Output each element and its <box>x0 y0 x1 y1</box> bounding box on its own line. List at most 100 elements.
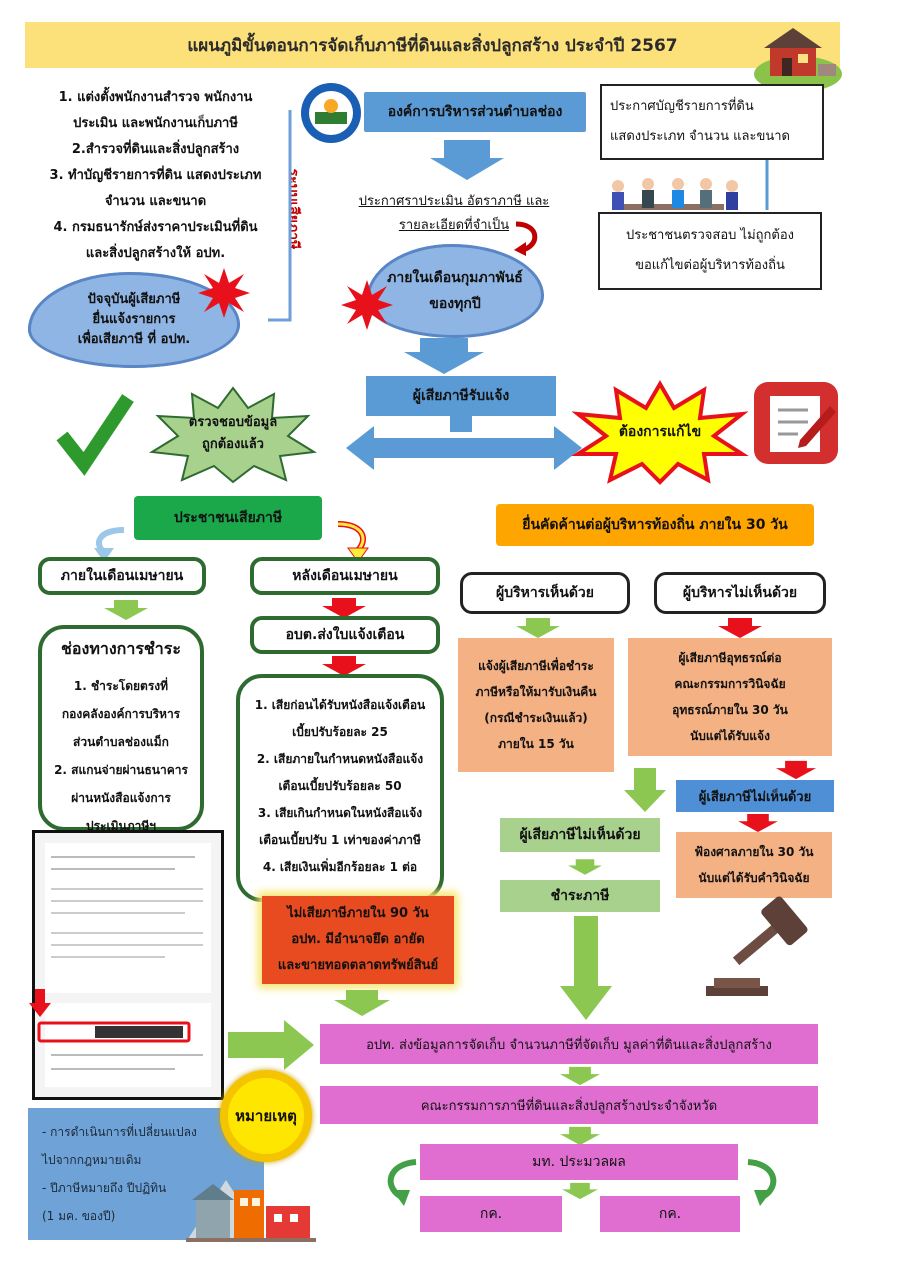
penalty-line: 1. เสียก่อนได้รับหนังสือแจ้งเตือน <box>254 698 426 712</box>
down-arrow-icon <box>560 916 612 1020</box>
down-arrow-icon <box>322 598 366 618</box>
note-line: - ปีภาษีหมายถึง ปีปฏิทิน <box>42 1181 167 1195</box>
preparation-steps: 1. แต่งตั้งพนักงานสำรวจ พนักงาน ประเมิน … <box>38 90 273 272</box>
verified-star: ตรวจชอบข้อมูล ถูกต้องแล้ว <box>148 386 318 484</box>
penalty-line: 3. เสียเกินกำหนดในหนังสือแจ้ง <box>257 806 423 820</box>
pay-tax-box: ชำระภาษี <box>500 880 660 912</box>
org-name-box: องค์การบริหารส่วนตำบลช่อง <box>364 92 586 132</box>
red-curved-arrow-icon <box>514 221 538 256</box>
ministry-box: มท. ประมวลผล <box>420 1144 738 1180</box>
curved-arrow-left-icon <box>387 1159 417 1206</box>
announce-list-line: แสดงประเภท จำนวน และขนาด <box>610 129 791 144</box>
step-line: ประเมิน และพนักงานเก็บภาษี <box>73 116 238 131</box>
down-arrow-icon <box>334 990 390 1016</box>
payment-line: ประเมินภาษีฯ <box>85 819 157 833</box>
down-arrow-icon <box>560 1066 600 1086</box>
check-line: ขอแก้ไขต่อผู้บริหารท้องถิ่น <box>635 258 785 273</box>
payment-channels-box: ช่องทางการชำระ 1. ชำระโดยตรงที่ กองคลังอ… <box>38 625 204 833</box>
announce-line: รายละเอียดที่จำเป็น <box>398 218 510 233</box>
down-arrow-icon <box>568 859 602 875</box>
org-logo-icon <box>301 83 361 143</box>
penalty-line: เบี้ยปรับร้อยละ 25 <box>292 725 388 739</box>
taxpayer-disagree-blue: ผู้เสียภาษีไม่เห็นด้วย <box>676 780 834 812</box>
down-arrow-icon <box>404 338 484 374</box>
curved-arrow-right-icon <box>747 1159 777 1206</box>
penalty-line: 2. เสียภายในกำหนดหนังสือแจ้ง <box>256 752 424 766</box>
seize-line: ไม่เสียภาษีภายใน 90 วัน <box>287 906 429 921</box>
step-line: 4. กรมธนารักษ์ส่งราคาประเมินที่ดิน <box>53 220 258 235</box>
red-burst-icon <box>341 280 393 330</box>
star-line: ตรวจชอบข้อมูล <box>188 415 278 430</box>
cloud-line: ปัจจุบันผู้เสียภาษี <box>87 292 181 307</box>
objection-box: ยื่นคัดค้านต่อผู้บริหารท้องถิ่น ภายใน 30… <box>496 504 814 546</box>
penalty-line: เตือนเบี้ยปรับ 1 เท่าของค่าภาษี <box>259 833 421 847</box>
land-list-announcement: ประกาศบัญชีรายการที่ดิน แสดงประเภท จำนวน… <box>600 84 824 160</box>
within-april-box: ภายในเดือนเมษายน <box>38 557 206 595</box>
page-title: แผนภูมิขั้นตอนการจัดเก็บภาษีที่ดินและสิ่… <box>25 22 840 68</box>
note-line: - การดำเนินการที่เปลี่ยนแปลง <box>42 1125 197 1139</box>
meeting-people-illustration <box>612 178 738 210</box>
payment-line: 2. สแกนจ่ายผ่านธนาคาร <box>54 763 188 777</box>
step-line: จำนวน และขนาด <box>104 194 207 209</box>
seize-line: และขายทอดตลาดทรัพย์สินย์ <box>277 958 439 973</box>
cloud-line: ภายในเดือนกุมภาพันธ์ <box>387 270 523 286</box>
court-line: นับแต่ได้รับคำวินิจฉัย <box>698 871 810 885</box>
step-line: 1. แต่งตั้งพนักงานสำรวจ พนักงาน <box>58 90 253 105</box>
note-badge: หมายเหตุ <box>220 1070 312 1162</box>
curved-arrow-left-icon <box>94 527 125 562</box>
down-arrow-icon <box>322 656 366 676</box>
tax-notice-document-image <box>29 830 224 1100</box>
cloud-line: ยื่นแจ้งรายการ <box>92 312 176 327</box>
step-line: 2.สำรวจที่ดินและสิ่งปลูกสร้าง <box>71 142 240 157</box>
step-line: 3. ทำบัญชีรายการที่ดิน แสดงประเภท <box>49 168 262 183</box>
cloud-line: เพื่อเสียภาษี ที่ อปท. <box>77 332 191 347</box>
after-april-box: หลังเดือนเมษายน <box>250 557 440 595</box>
penalties-box: 1. เสียก่อนได้รับหนังสือแจ้งเตือน เบี้ยป… <box>236 674 444 902</box>
down-arrow-icon <box>562 1182 598 1200</box>
announce-list-line: ประกาศบัญชีรายการที่ดิน <box>610 99 754 114</box>
house-illustration <box>754 28 842 92</box>
penalty-line: 4. เสียเงินเพิ่มอีกร้อยละ 1 ต่อ <box>262 860 418 874</box>
appeal-line: ผู้เสียภาษีอุทธรณ์ต่อ <box>678 651 782 665</box>
appeal-line: คณะกรรมการวินิจฉัย <box>674 677 786 691</box>
connector-line <box>765 160 769 210</box>
announce-line: ประกาศราประเมิน อัตราภาษี และ <box>358 194 550 209</box>
seize-box: ไม่เสียภาษีภายใน 90 วัน อปท. มีอำนาจยึด … <box>262 896 454 984</box>
agree-line: (กรณีชำระเงินแล้ว) <box>484 711 588 725</box>
down-arrow-icon <box>624 768 666 812</box>
seize-line: อปท. มีอำนาจยึด อายัด <box>291 932 425 947</box>
agree-result-box: แจ้งผู้เสียภาษีเพื่อชำระ ภาษีหรือให้มารั… <box>458 638 614 772</box>
down-arrow-icon <box>516 618 560 638</box>
need-fix-star: ต้องการแก้ไข <box>571 380 749 485</box>
need-fix-label: ต้องการแก้ไข <box>618 424 702 440</box>
send-data-box: อปท. ส่งข้อมูลการจัดเก็บ จำนวนภาษีที่จัด… <box>320 1024 818 1064</box>
appeal-line: นับแต่ได้รับแจ้ง <box>690 729 770 743</box>
payment-line: กองคลังองค์การบริหาร <box>61 707 181 721</box>
note-line: (1 มค. ของปี) <box>42 1209 116 1223</box>
citizen-check-box: ประชาชนตรวจสอบ ไม่ถูกต้อง ขอแก้ไขต่อผู้บ… <box>598 212 822 290</box>
court-box: ฟ้องศาลภายใน 30 วัน นับแต่ได้รับคำวินิจฉ… <box>676 832 832 898</box>
agree-line: แจ้งผู้เสียภาษีเพื่อชำระ <box>478 659 594 673</box>
payment-line: 1. ชำระโดยตรงที่ <box>73 679 169 693</box>
down-arrow-icon <box>738 814 778 832</box>
down-arrow-icon <box>430 140 504 180</box>
self-filing-cloud: ปัจจุบันผู้เสียภาษี ยื่นแจ้งรายการ เพื่อ… <box>28 272 240 368</box>
agree-line: ภายใน 15 วัน <box>498 737 574 751</box>
down-arrow-icon <box>104 600 148 620</box>
admin-agree-box: ผู้บริหารเห็นด้วย <box>460 572 630 614</box>
taxpayer-disagree-green: ผู้เสียภาษีไม่เห็นด้วย <box>500 818 660 852</box>
down-arrow-icon <box>560 1126 600 1146</box>
appeal-box: ผู้เสียภาษีอุทธรณ์ต่อ คณะกรรมการวินิจฉัย… <box>628 638 832 756</box>
admin-disagree-box: ผู้บริหารไม่เห็นด้วย <box>654 572 826 614</box>
curved-arrow-right-icon <box>337 521 369 563</box>
note-line: ไปจากกฎหมายเดิม <box>42 1153 142 1167</box>
city-illustration <box>186 1180 316 1242</box>
bracket-line <box>268 110 292 322</box>
penalty-line: เตือนเบี้ยปรับร้อยละ 50 <box>278 779 402 793</box>
step-line: และสิ่งปลูกสร้างให้ อปท. <box>85 246 226 261</box>
february-cloud: ภายในเดือนกุมภาพันธ์ ของทุกปี <box>366 244 544 338</box>
gavel-icon <box>706 896 808 996</box>
payment-line: ส่วนตำบลช่องแม็ก <box>73 735 169 749</box>
agree-line: ภาษีหรือให้มารับเงินคืน <box>475 685 597 699</box>
down-arrow-icon <box>776 760 816 780</box>
